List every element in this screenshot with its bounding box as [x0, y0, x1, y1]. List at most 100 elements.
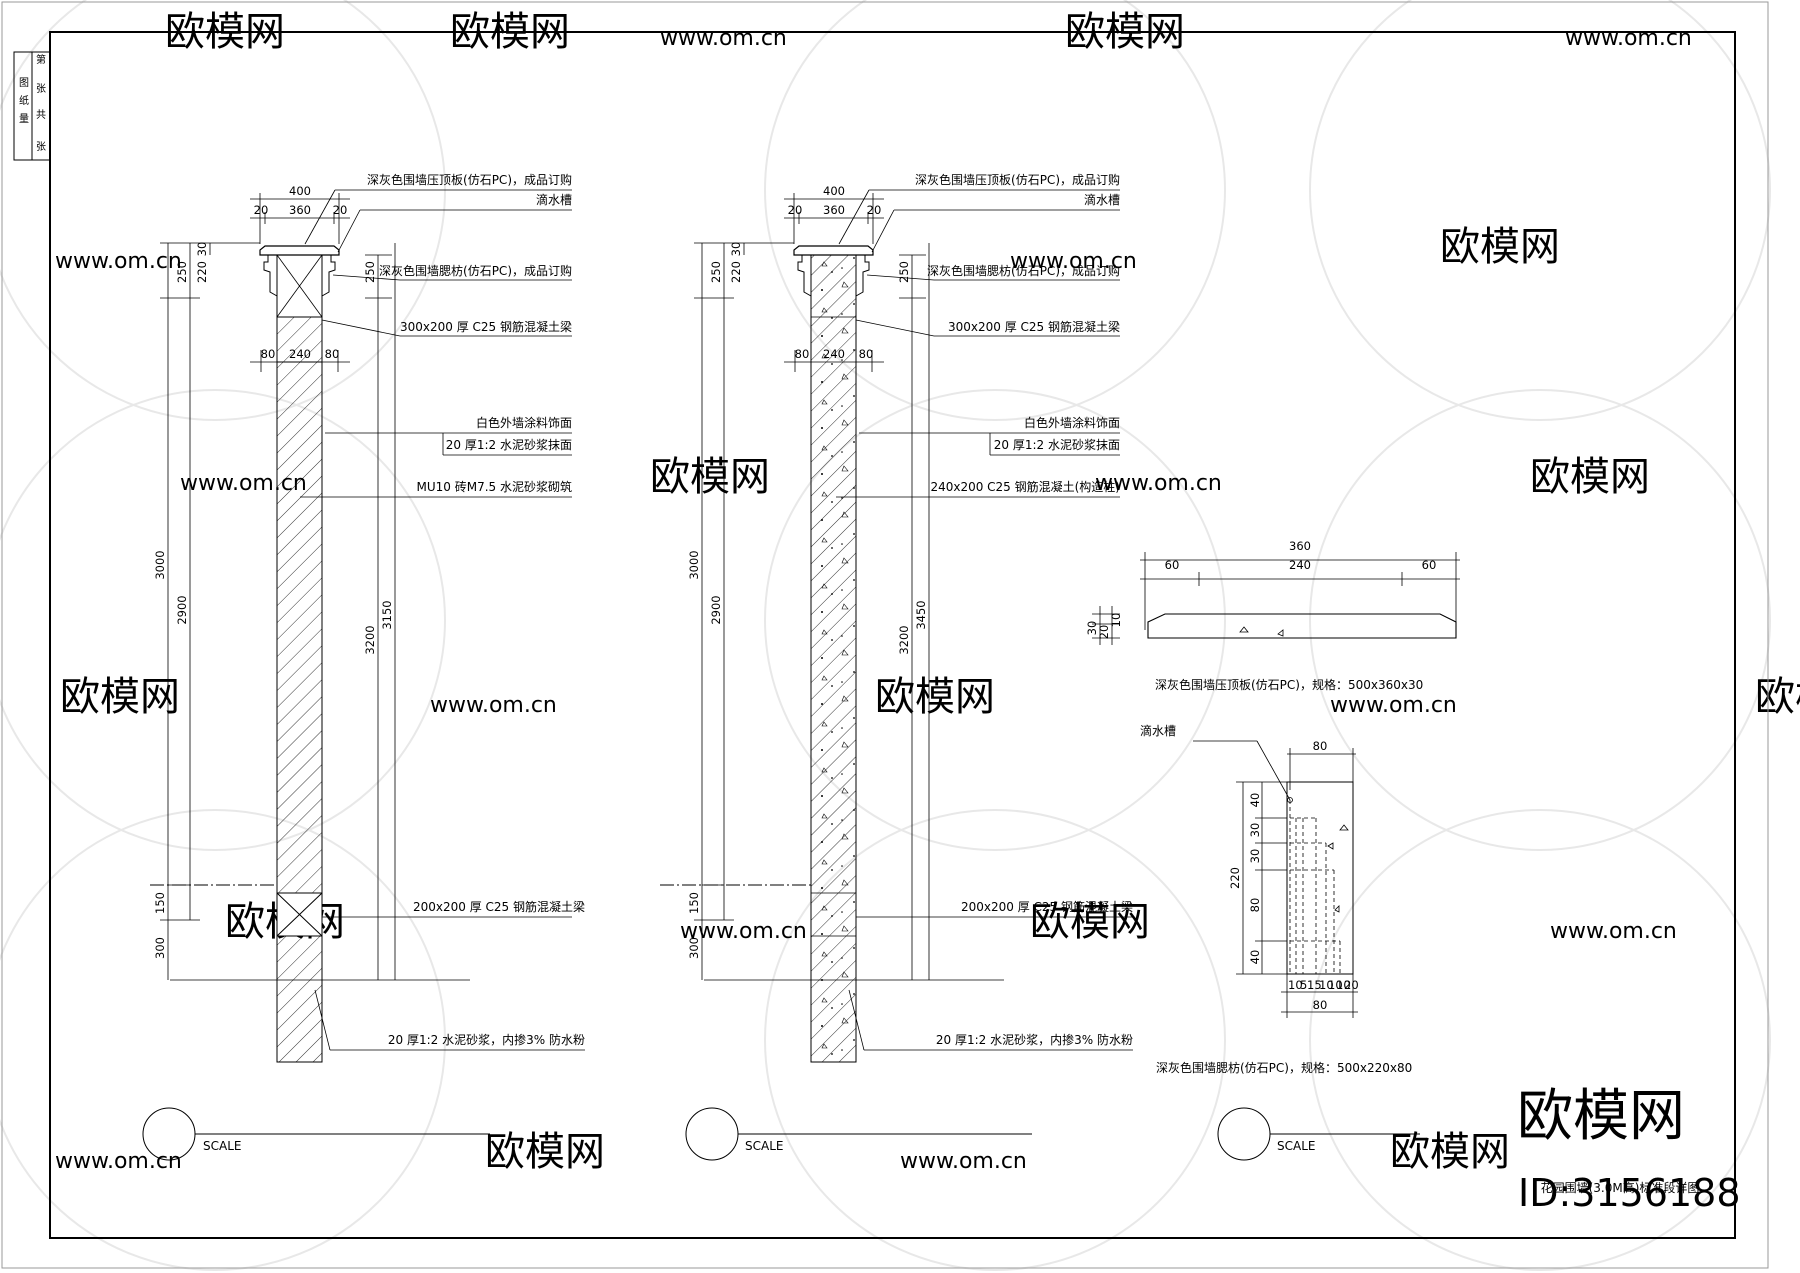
- label-drip-b: 滴水槽: [1084, 192, 1120, 207]
- scale-markers: [142, 1107, 1420, 1161]
- detail-coping: [1092, 552, 1460, 645]
- label-ground-beam-a: 200x200 厚 C25 钢筋混凝土梁: [413, 899, 585, 914]
- label-coping-a: 深灰色围墙压顶板(仿石PC)，成品订购: [367, 172, 572, 187]
- coping-board-b: [793, 245, 874, 256]
- watermark-brand-4: 欧模网: [650, 454, 770, 500]
- dim-cornice-220: 220: [1228, 867, 1242, 889]
- dim-coping-30: 30: [1085, 621, 1099, 636]
- dim-a-3000: 3000: [153, 550, 167, 579]
- dim-b-300: 300: [687, 937, 701, 959]
- dim-b-220: 220: [729, 261, 743, 283]
- watermark-url-10: www.om.cn: [55, 1149, 182, 1174]
- dim-b-20l: 20: [788, 203, 803, 217]
- dim-a-3150: 3150: [380, 600, 394, 629]
- dim-cornice-80-top: 80: [1313, 739, 1328, 753]
- label-top-beam-b: 300x200 厚 C25 钢筋混凝土梁: [948, 319, 1120, 334]
- dims-top-a: [250, 193, 350, 372]
- dim-b-20r: 20: [867, 203, 882, 217]
- detail-cornice: [1193, 740, 1358, 1018]
- dim-b-80r: 80: [859, 347, 874, 361]
- coping-board: [259, 245, 340, 256]
- dims-right-b: [899, 243, 930, 980]
- dim-b-250r: 250: [897, 261, 911, 283]
- watermark-url-9: www.om.cn: [1550, 919, 1677, 944]
- label-coping-b: 深灰色围墙压顶板(仿石PC)，成品订购: [915, 172, 1120, 187]
- dim-a-240: 240: [289, 347, 311, 361]
- label-plaster-a: 20 厚1:2 水泥砂浆抹面: [446, 437, 572, 452]
- dim-cornice-30b: 30: [1248, 849, 1262, 864]
- dim-a-400: 400: [289, 184, 311, 198]
- label-ground-beam-b: 200x200 厚 C25 钢筋混凝土梁: [961, 899, 1133, 914]
- dim-b-3450: 3450: [914, 600, 928, 629]
- watermark-brand-8: 欧模网: [1755, 674, 1800, 720]
- dim-a-80l: 80: [261, 347, 276, 361]
- dim-a-300: 300: [153, 937, 167, 959]
- watermark-brand-3: 欧模网: [1440, 224, 1560, 270]
- dim-a-150: 150: [153, 892, 167, 914]
- dim-coping-60r: 60: [1422, 558, 1437, 572]
- cornice-bottom-dims: [1281, 974, 1358, 1018]
- cornice-right-b: [855, 254, 870, 297]
- scale-label-1: SCALE: [203, 1139, 241, 1153]
- label-drip-detail: 滴水槽: [1140, 723, 1176, 738]
- dim-b-2900: 2900: [709, 595, 723, 624]
- dim-b-150: 150: [687, 892, 701, 914]
- label-plaster-b: 20 厚1:2 水泥砂浆抹面: [994, 437, 1120, 452]
- title-block-col2-3: 共: [36, 109, 46, 121]
- watermark-brand-7: 欧模网: [875, 674, 995, 720]
- dim-cornice-b5: 10: [1328, 978, 1343, 992]
- dim-a-3200: 3200: [363, 625, 377, 654]
- watermark-url-7: www.om.cn: [1330, 693, 1457, 718]
- labels-b: 深灰色围墙压顶板(仿石PC)，成品订购 滴水槽 深灰色围墙腮枋(仿石PC)，成品…: [687, 172, 1133, 1047]
- dim-cornice-80: 80: [1248, 898, 1262, 913]
- dim-cornice-40a: 40: [1248, 793, 1262, 808]
- dims-left-a: [160, 242, 260, 980]
- cornice-left-b: [797, 254, 812, 297]
- dim-a-250l: 250: [175, 261, 189, 283]
- scale-label-2: SCALE: [745, 1139, 783, 1153]
- label-cornice-a: 深灰色围墙腮枋(仿石PC)，成品订购: [379, 263, 572, 278]
- watermark-brand-5: 欧模网: [1530, 454, 1650, 500]
- watermark-url-1: www.om.cn: [1565, 26, 1692, 51]
- label-top-beam-a: 300x200 厚 C25 钢筋混凝土梁: [400, 319, 572, 334]
- dim-cornice-40b: 40: [1248, 950, 1262, 965]
- watermark-url-11: www.om.cn: [900, 1149, 1027, 1174]
- dim-b-3200: 3200: [897, 625, 911, 654]
- watermark-brand: 欧模网: [1517, 1084, 1685, 1149]
- dim-cornice-b2: 5: [1300, 978, 1307, 992]
- coping-profile: [1147, 613, 1457, 639]
- dim-coping-360: 360: [1289, 539, 1311, 553]
- dim-a-2900: 2900: [175, 595, 189, 624]
- label-brick-a: MU10 砖M7.5 水泥砂浆砌筑: [417, 479, 572, 494]
- dim-b-30: 30: [729, 242, 743, 257]
- dim-a-80r: 80: [325, 347, 340, 361]
- cornice-block: [1286, 781, 1354, 975]
- dim-a-250r: 250: [363, 261, 377, 283]
- dims-left-b: [694, 242, 794, 980]
- dim-cornice-b4: 10: [1319, 978, 1334, 992]
- dim-b-400: 400: [823, 184, 845, 198]
- title-block-col1-2: 纸: [19, 94, 29, 107]
- dim-b-240: 240: [823, 347, 845, 361]
- cornice-left-dims: [1236, 781, 1287, 975]
- dim-b-80l: 80: [795, 347, 810, 361]
- watermark-url-3: www.om.cn: [1010, 249, 1137, 274]
- scale-label-3: SCALE: [1277, 1139, 1315, 1153]
- dim-coping-60l: 60: [1165, 558, 1180, 572]
- label-drip-a: 滴水槽: [536, 192, 572, 207]
- dim-a-20l: 20: [254, 203, 269, 217]
- title-block-col2-4: 张: [36, 141, 46, 153]
- dim-cornice-80-bottom: 80: [1313, 998, 1328, 1012]
- dim-b-3000: 3000: [687, 550, 701, 579]
- watermark-brand-10: 欧模网: [1390, 1129, 1510, 1175]
- detail-cornice-labels: 滴水槽 80 40 30 30 220 80 40 10 5 15 10 10 …: [1140, 723, 1412, 1075]
- dim-cornice-b6: 10: [1336, 978, 1351, 992]
- title-block-col1-3: 量: [19, 113, 29, 125]
- label-column-b: 240x200 C25 钢筋混凝土(构造柱): [930, 479, 1120, 494]
- dim-b-250l: 250: [709, 261, 723, 283]
- label-paint-b: 白色外墙涂料饰面: [1024, 415, 1120, 430]
- dim-a-20r: 20: [333, 203, 348, 217]
- cornice-right: [321, 254, 336, 297]
- dim-a-30: 30: [195, 242, 209, 257]
